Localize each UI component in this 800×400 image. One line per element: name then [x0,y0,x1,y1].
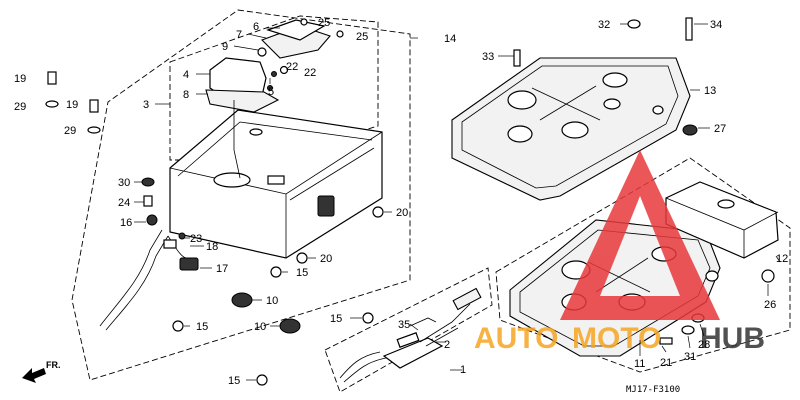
callout-22b: 22 [304,67,316,79]
hardware-bolts-nuts [45,17,775,386]
callout-3: 3 [143,99,149,111]
watermark-word-hub: HUB [700,322,765,355]
callout-13: 13 [704,85,716,97]
callout-10b: 10 [254,321,266,333]
callout-31: 31 [684,351,696,363]
front-direction-label: FR. [46,360,61,370]
group-outline-trunk [71,9,411,381]
watermark-triangle [560,150,720,320]
callout-25a: 25 [318,17,330,29]
side-harness-part-17 [99,214,199,331]
diagram-code: MJ17-F3100 [626,385,680,395]
callout-26: 26 [764,299,776,311]
callout-labels: 1 2 3 4 5 6 7 8 9 10 10 11 12 13 14 15 1… [14,17,788,387]
callout-15d: 15 [228,375,240,387]
callout-23: 23 [190,233,202,245]
callout-21: 21 [660,357,672,369]
callout-27: 27 [714,123,726,135]
callout-18: 18 [206,241,218,253]
callout-30: 30 [118,177,130,189]
callout-15a: 15 [296,267,308,279]
callout-22a: 22 [286,61,298,73]
callout-20a: 20 [396,207,408,219]
wire-harness-part-1 [339,287,482,383]
callout-34: 34 [710,19,722,31]
callout-16: 16 [120,217,132,229]
callout-15c: 15 [330,313,342,325]
top-carrier-part-13 [451,57,691,201]
callout-19a: 19 [14,73,26,85]
callout-1: 1 [460,364,466,376]
callout-17: 17 [216,263,228,275]
front-direction-arrow: FR. [22,360,61,383]
callout-5: 5 [268,86,274,98]
group-outline-rack [495,157,791,373]
callout-33: 33 [482,51,494,63]
callout-2: 2 [444,339,450,351]
callout-29a: 29 [14,101,26,113]
tail-light-assembly [205,19,331,179]
callout-35: 35 [398,319,410,331]
callout-4: 4 [183,69,189,81]
watermark-word-auto: AUTO [474,322,558,355]
callout-12: 12 [776,253,788,265]
watermark-logo: AUTO MOTO HUB [474,150,765,355]
callout-7: 7 [236,29,242,41]
watermark-word-moto: MOTO [572,322,661,355]
callout-19b: 19 [66,99,78,111]
callout-24: 24 [118,197,130,209]
callout-25b: 25 [356,31,368,43]
front-arrow-icon [22,368,46,383]
callout-6: 6 [253,21,259,33]
group-outline-light [169,15,379,161]
group-outline-harness [324,267,493,393]
callout-9: 9 [222,41,228,53]
callout-8: 8 [183,89,189,101]
callout-14: 14 [444,33,456,45]
callout-11: 11 [634,358,645,370]
trunk-box-part-14 [169,109,383,259]
leader-lines [134,23,781,381]
callout-32: 32 [598,19,610,31]
callout-20b: 20 [320,253,332,265]
callout-15b: 15 [196,321,208,333]
callout-28: 28 [698,339,710,351]
callout-29b: 29 [64,125,76,137]
callout-10a: 10 [266,295,278,307]
